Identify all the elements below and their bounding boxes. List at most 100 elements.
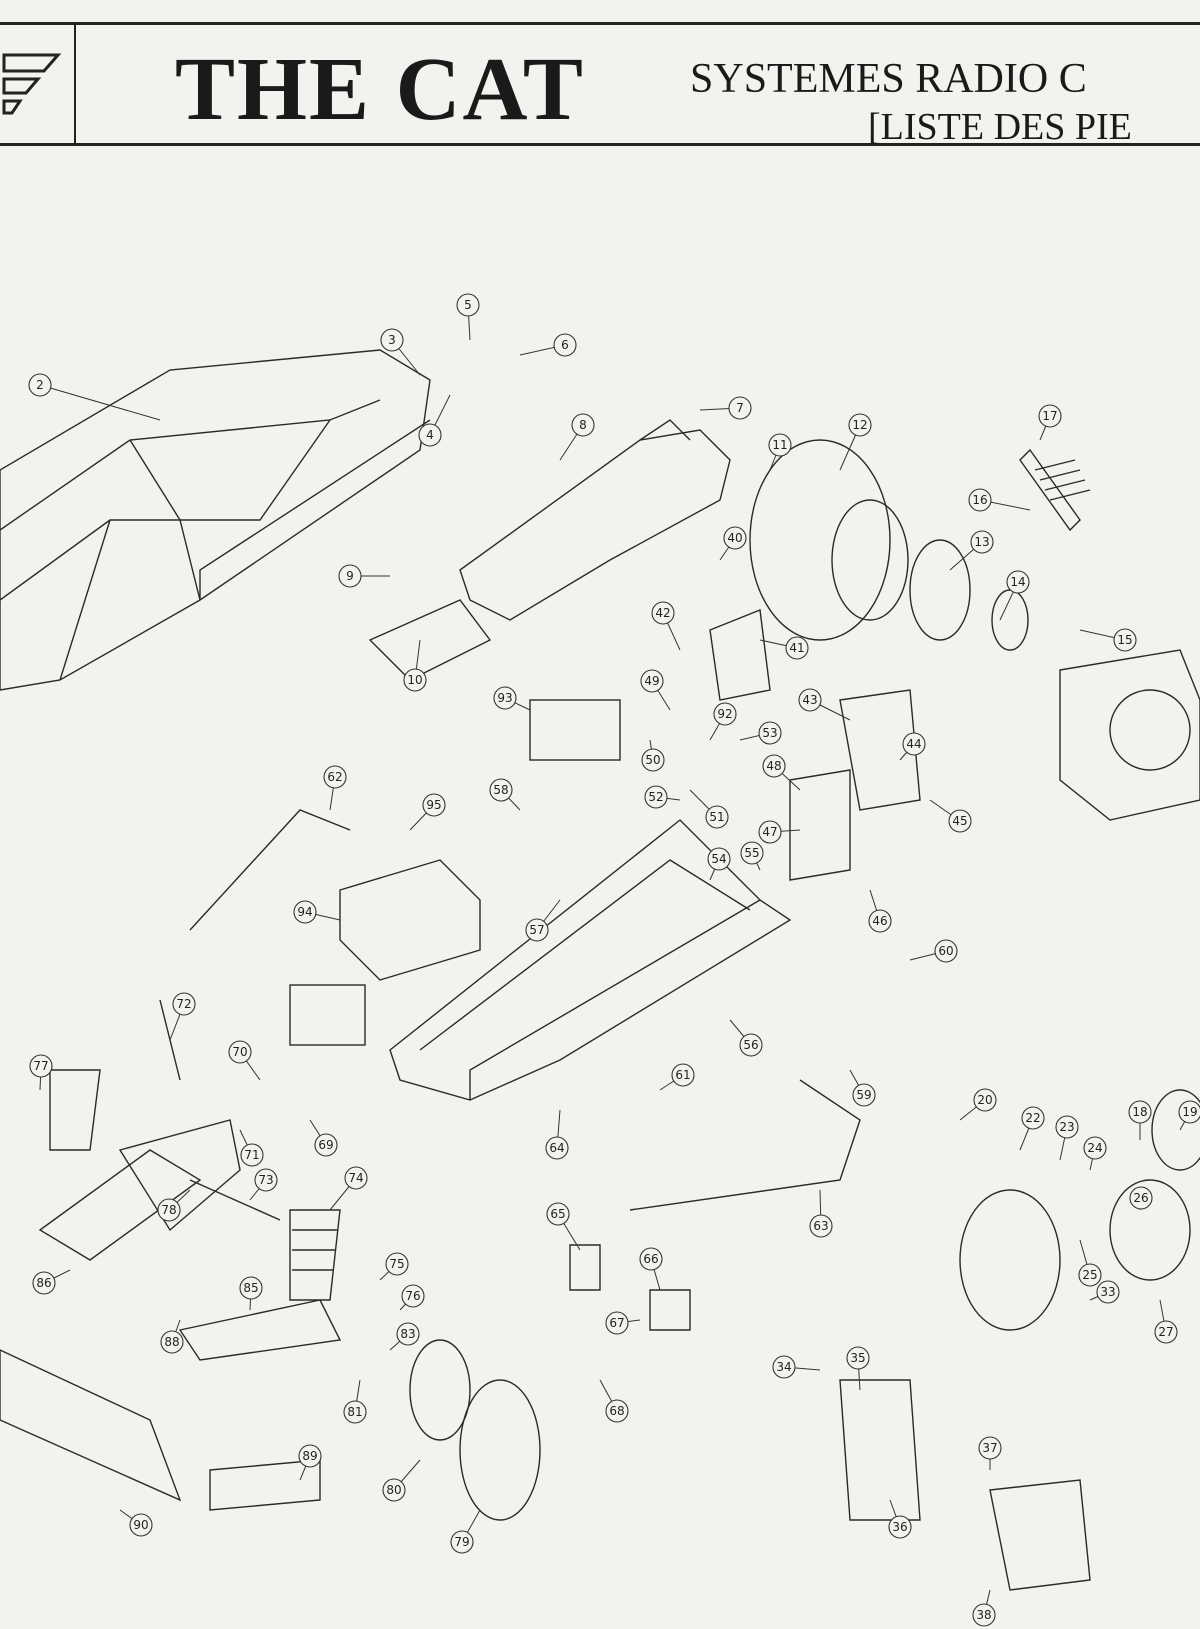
callout-circle: [382, 1478, 406, 1502]
callout-number: 62: [327, 770, 342, 784]
callout-circle: [32, 1271, 56, 1295]
callout-71: 71: [239, 1129, 264, 1167]
subtitle-parts-list: [LISTE DES PIE: [868, 106, 1132, 148]
callout-number: 38: [976, 1608, 991, 1622]
callout-7: 7: [699, 396, 752, 420]
callout-36: 36: [888, 1499, 912, 1539]
callout-circle: [553, 333, 577, 357]
callout-83: 83: [389, 1322, 420, 1351]
front-suspension: [0, 1119, 342, 1502]
callout-circle: [641, 748, 665, 772]
callout-number: 67: [609, 1316, 624, 1330]
callout-74: 74: [329, 1166, 368, 1211]
callout-circle: [848, 413, 872, 437]
callout-47: 47: [758, 820, 801, 844]
callout-circle: [239, 1276, 263, 1300]
callout-circle: [707, 847, 731, 871]
callout-19: 19: [1178, 1100, 1200, 1131]
callout-number: 66: [643, 1252, 658, 1266]
upper-chassis: [459, 419, 731, 621]
callout-80: 80: [382, 1459, 421, 1502]
callout-6: 6: [519, 333, 577, 357]
callout-circle: [1096, 1280, 1120, 1304]
callout-number: 80: [386, 1483, 401, 1497]
callout-number: 45: [952, 814, 967, 828]
callout-circle: [1128, 1100, 1152, 1124]
callout-circle: [418, 423, 442, 447]
callout-12: 12: [839, 413, 872, 471]
callout-circle: [240, 1143, 264, 1167]
callout-circle: [973, 1088, 997, 1112]
callout-number: 78: [161, 1203, 176, 1217]
callout-64: 64: [545, 1109, 569, 1160]
callout-59: 59: [849, 1069, 876, 1107]
callout-86: 86: [32, 1269, 71, 1295]
callout-circle: [1083, 1136, 1107, 1160]
callout-circle: [639, 1247, 663, 1271]
callout-circle: [728, 396, 752, 420]
callout-number: 23: [1059, 1120, 1074, 1134]
front-shock: [49, 1069, 341, 1301]
callout-27: 27: [1154, 1299, 1178, 1344]
callout-9: 9: [338, 564, 390, 588]
callout-number: 47: [762, 825, 777, 839]
callout-circle: [798, 688, 822, 712]
callout-56: 56: [729, 1019, 763, 1057]
callout-number: 6: [561, 338, 569, 352]
callout-79: 79: [450, 1509, 481, 1554]
title-bar: THE CAT SYSTEMES RADIO C [LISTE DES PIE: [0, 22, 1200, 148]
callout-46: 46: [868, 889, 892, 933]
callout-circle: [160, 1330, 184, 1354]
callout-72: 72: [169, 992, 196, 1041]
callout-circle: [723, 526, 747, 550]
callout-number: 9: [346, 569, 354, 583]
callout-circle: [489, 778, 513, 802]
callout-circle: [172, 992, 196, 1016]
callout-circle: [298, 1444, 322, 1468]
callout-95: 95: [409, 793, 446, 831]
callout-circle: [338, 564, 362, 588]
callout-number: 55: [744, 846, 759, 860]
callout-circle: [785, 636, 809, 660]
callout-number: 83: [400, 1327, 415, 1341]
callout-number: 64: [549, 1141, 564, 1155]
callout-number: 4: [426, 428, 434, 442]
callout-number: 71: [244, 1148, 259, 1162]
callout-circle: [978, 1436, 1002, 1460]
callout-20: 20: [959, 1088, 997, 1121]
callout-number: 24: [1087, 1141, 1102, 1155]
callout-61: 61: [659, 1063, 695, 1091]
callout-number: 3: [388, 333, 396, 347]
callout-number: 76: [405, 1289, 420, 1303]
callout-92: 92: [709, 702, 737, 741]
callout-circle: [970, 530, 994, 554]
body-shell: [0, 349, 431, 691]
callout-circle: [640, 669, 664, 693]
callout-circle: [545, 1136, 569, 1160]
callout-circle: [1129, 1186, 1153, 1210]
callout-number: 59: [856, 1088, 871, 1102]
callout-90: 90: [119, 1509, 153, 1537]
callout-25: 25: [1078, 1239, 1102, 1287]
callout-23: 23: [1055, 1115, 1079, 1161]
callout-50: 50: [641, 739, 665, 772]
callout-54: 54: [707, 847, 731, 881]
callout-circle: [934, 939, 958, 963]
callout-circle: [852, 1083, 876, 1107]
front-wheel: [409, 1339, 541, 1521]
callout-circle: [758, 721, 782, 745]
leader-line: [39, 384, 161, 421]
callout-number: 57: [529, 923, 544, 937]
callout-70: 70: [228, 1040, 261, 1081]
servo-receiver-group: [289, 699, 621, 1046]
callout-circle: [644, 785, 668, 809]
callout-38: 38: [972, 1589, 996, 1627]
callout-number: 5: [464, 298, 472, 312]
callout-circle: [739, 1033, 763, 1057]
callout-circle: [228, 1040, 252, 1064]
callout-number: 69: [318, 1138, 333, 1152]
callout-number: 73: [258, 1173, 273, 1187]
callout-number: 50: [645, 753, 660, 767]
callout-circle: [456, 293, 480, 317]
